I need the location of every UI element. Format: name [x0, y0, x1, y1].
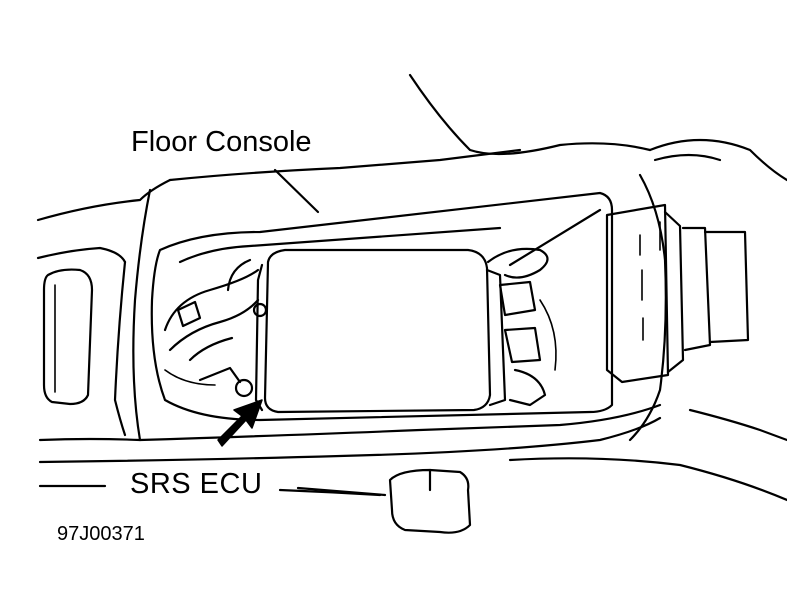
- right-wiring: [486, 247, 557, 407]
- left-wiring: [163, 268, 260, 386]
- pointer-arrow: [217, 399, 263, 447]
- floor-console-label: Floor Console: [131, 126, 312, 158]
- leader-lines: [38, 168, 602, 497]
- srs-ecu-label: SRS ECU: [130, 468, 263, 500]
- srs-ecu-module: [234, 248, 507, 414]
- figure-code: 97J00371: [57, 523, 145, 545]
- console-opening: [150, 191, 614, 422]
- left-pocket: [42, 268, 94, 406]
- interior-contours: [36, 73, 787, 502]
- shifter-boot: [605, 203, 750, 384]
- armrest-edge: [388, 468, 472, 534]
